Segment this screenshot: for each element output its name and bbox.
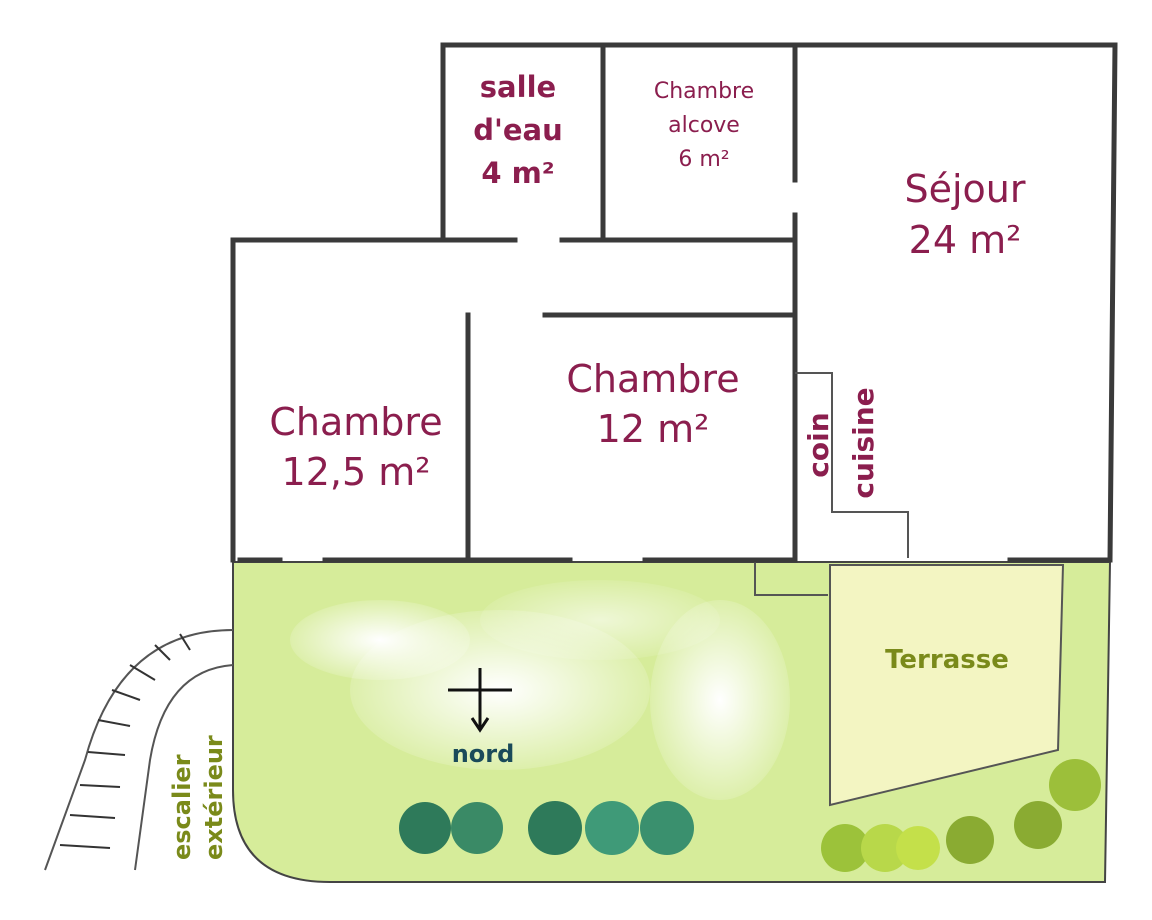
svg-text:12,5 m²: 12,5 m²: [282, 450, 431, 494]
svg-text:24 m²: 24 m²: [909, 218, 1022, 262]
room-coin-cuisine: coin cuisine: [802, 387, 880, 498]
terrasse-label: Terrasse: [885, 645, 1009, 675]
svg-text:6 m²: 6 m²: [678, 147, 729, 172]
terrasse: [829, 564, 1065, 807]
room-chambre-12-5: Chambre 12,5 m²: [269, 400, 442, 494]
room-sejour: Séjour 24 m²: [904, 167, 1025, 262]
north-arrow-icon: [448, 668, 512, 733]
room-chambre-alcove: Chambre alcove 6 m²: [654, 79, 754, 172]
nord-label: nord: [452, 740, 515, 768]
kitchen-step: [754, 562, 828, 596]
svg-text:Chambre: Chambre: [269, 400, 442, 444]
svg-text:alcove: alcove: [668, 113, 740, 138]
room-salle-deau: salle d'eau 4 m²: [473, 70, 563, 190]
svg-text:salle: salle: [480, 70, 556, 104]
svg-text:d'eau: d'eau: [473, 113, 563, 147]
svg-text:Chambre: Chambre: [566, 357, 739, 401]
svg-text:coin: coin: [802, 412, 835, 477]
escalier-label-1: escalier: [168, 754, 196, 860]
trees: [399, 759, 1101, 872]
walls: [230, 42, 1118, 563]
svg-text:cuisine: cuisine: [847, 387, 880, 498]
exterior-stairs: [44, 629, 234, 871]
svg-text:12 m²: 12 m²: [597, 407, 710, 451]
svg-text:Séjour: Séjour: [904, 167, 1025, 211]
svg-text:Chambre: Chambre: [654, 79, 754, 104]
svg-text:4 m²: 4 m²: [481, 156, 554, 190]
room-chambre-12: Chambre 12 m²: [566, 357, 739, 451]
escalier-label-2: extérieur: [200, 735, 228, 860]
